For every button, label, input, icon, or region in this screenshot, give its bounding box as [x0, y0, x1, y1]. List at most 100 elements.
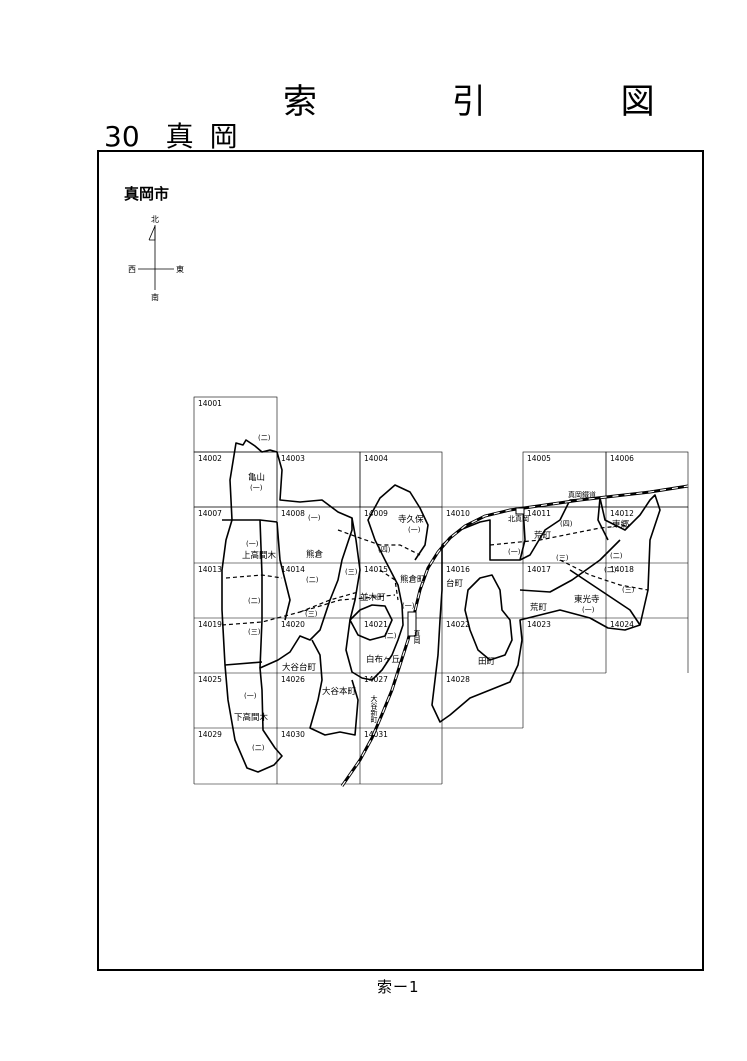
mooka-station-marker [407, 611, 417, 637]
subarea-boundaries [221, 524, 649, 626]
cell-number: 14027 [364, 675, 388, 684]
area-sublabel: (二) [248, 597, 261, 605]
page-title: 索 引 図 [283, 82, 717, 122]
dashed-boundary [489, 524, 631, 546]
cell-number: 14029 [198, 730, 222, 739]
compass-rose [138, 225, 174, 290]
cell-number: 14012 [610, 509, 634, 518]
cell-number: 14004 [364, 454, 388, 463]
area-sublabel: (三) [305, 610, 318, 618]
area-sublabel: (一) [246, 540, 259, 548]
boundary-line [222, 519, 278, 523]
area-label: 大谷本町 [322, 686, 357, 697]
town-boundaries [221, 439, 661, 773]
boundary-line [224, 661, 263, 666]
cell-number: 14008 [281, 509, 305, 518]
area-label: 上高間木 [242, 550, 277, 561]
area-sublabel: (一) [244, 692, 257, 700]
kitamooka-station-marker [515, 507, 525, 515]
area-label: 白布ヶ丘 [366, 654, 401, 665]
area-label: 荒町 [534, 530, 552, 541]
area-label-vertical: 大谷新町 [370, 694, 378, 723]
cell-number: 14014 [281, 565, 305, 574]
area-label: 熊倉町 [400, 574, 426, 585]
area-sublabel: (二) [384, 632, 397, 640]
cell-number: 14030 [281, 730, 305, 739]
cell-number: 14002 [198, 454, 222, 463]
cell-number: 14019 [198, 620, 222, 629]
area-sublabel: (三) [556, 554, 569, 562]
area-sublabel: (一) [308, 514, 321, 522]
area-sublabel: (四) [378, 546, 391, 554]
cell-number: 14020 [281, 620, 305, 629]
boundary-line [597, 497, 609, 541]
area-sublabel: (一) [582, 606, 595, 614]
area-label: 大谷台町 [282, 662, 317, 673]
dashed-boundary [559, 559, 649, 591]
area-sublabel: (一) [402, 602, 415, 610]
area-sublabel: (二) [604, 566, 617, 574]
boundary-line [259, 519, 263, 669]
cell-number: 14022 [446, 620, 470, 629]
cell-number: 14001 [198, 399, 222, 408]
area-label: 東光寺 [574, 594, 600, 605]
cell-number: 14010 [446, 509, 470, 518]
area-label: 熊倉 [306, 549, 324, 560]
cell-number: 14018 [610, 565, 634, 574]
area-sublabel: (二) [306, 576, 319, 584]
cell-number: 14024 [610, 620, 634, 629]
boundary-line [276, 521, 291, 621]
grid-cell-numbers: 14001 14002 14003 14004 14005 14006 1400… [198, 399, 634, 739]
cell-number: 14009 [364, 509, 388, 518]
map-frame [97, 150, 704, 971]
area-sublabel: (三) [248, 628, 261, 636]
district-ooya-outline [309, 639, 359, 736]
map-subtitle: 30 真岡 [104, 115, 254, 155]
cell-number: 14028 [446, 675, 470, 684]
north-arrow-icon [148, 225, 156, 241]
area-label: 東郷 [612, 519, 630, 530]
area-sublabel: (三) [622, 586, 635, 594]
compass-north: 北 [151, 215, 159, 224]
dashed-boundary [221, 594, 396, 626]
area-sublabel: (一) [508, 548, 521, 556]
cell-number: 14013 [198, 565, 222, 574]
cell-number: 14021 [364, 620, 388, 629]
district-tamachi-inner [464, 574, 513, 661]
area-sublabel: (二) [258, 434, 271, 442]
dashed-boundary [225, 574, 283, 579]
page-footer: 索ー1 [377, 978, 420, 996]
area-labels: 亀山 (一) (二) 上高間木 (一) (二) (三) 熊倉 (一) (二) (… [234, 434, 635, 752]
district-shirafu-outline [349, 604, 393, 641]
subtitle-number: 30 [104, 120, 140, 153]
area-sublabel: (三) [345, 568, 358, 576]
cell-number: 14023 [527, 620, 551, 629]
compass-east: 東 [176, 264, 184, 274]
cell-number: 14017 [527, 565, 551, 574]
cell-number: 14006 [610, 454, 634, 463]
cell-number: 14005 [527, 454, 551, 463]
district-west-outline [221, 439, 353, 773]
area-sublabel: (一) [250, 484, 263, 492]
dashed-boundary [337, 529, 421, 556]
dashed-boundary [379, 569, 399, 601]
area-label: 台町 [446, 578, 464, 589]
area-label: 荒町 [530, 602, 548, 613]
cell-number: 14031 [364, 730, 388, 739]
railway-line [340, 484, 689, 787]
boundary-line [519, 506, 526, 561]
area-label: 並木町 [360, 592, 386, 603]
boundary-line [569, 569, 641, 626]
city-name: 真岡市 [124, 185, 170, 203]
area-label: 亀山 [248, 472, 265, 483]
cell-number: 14003 [281, 454, 305, 463]
boundary-line [519, 539, 621, 593]
compass-south: 南 [151, 292, 159, 302]
area-sublabel: (四) [560, 520, 573, 528]
station-label: 真岡 [413, 629, 421, 645]
station-label: 北真岡 [508, 514, 529, 523]
railway-label: 真岡鐵道 [568, 490, 596, 499]
area-label: 田町 [478, 657, 496, 667]
subtitle-name: 真岡 [165, 120, 254, 153]
